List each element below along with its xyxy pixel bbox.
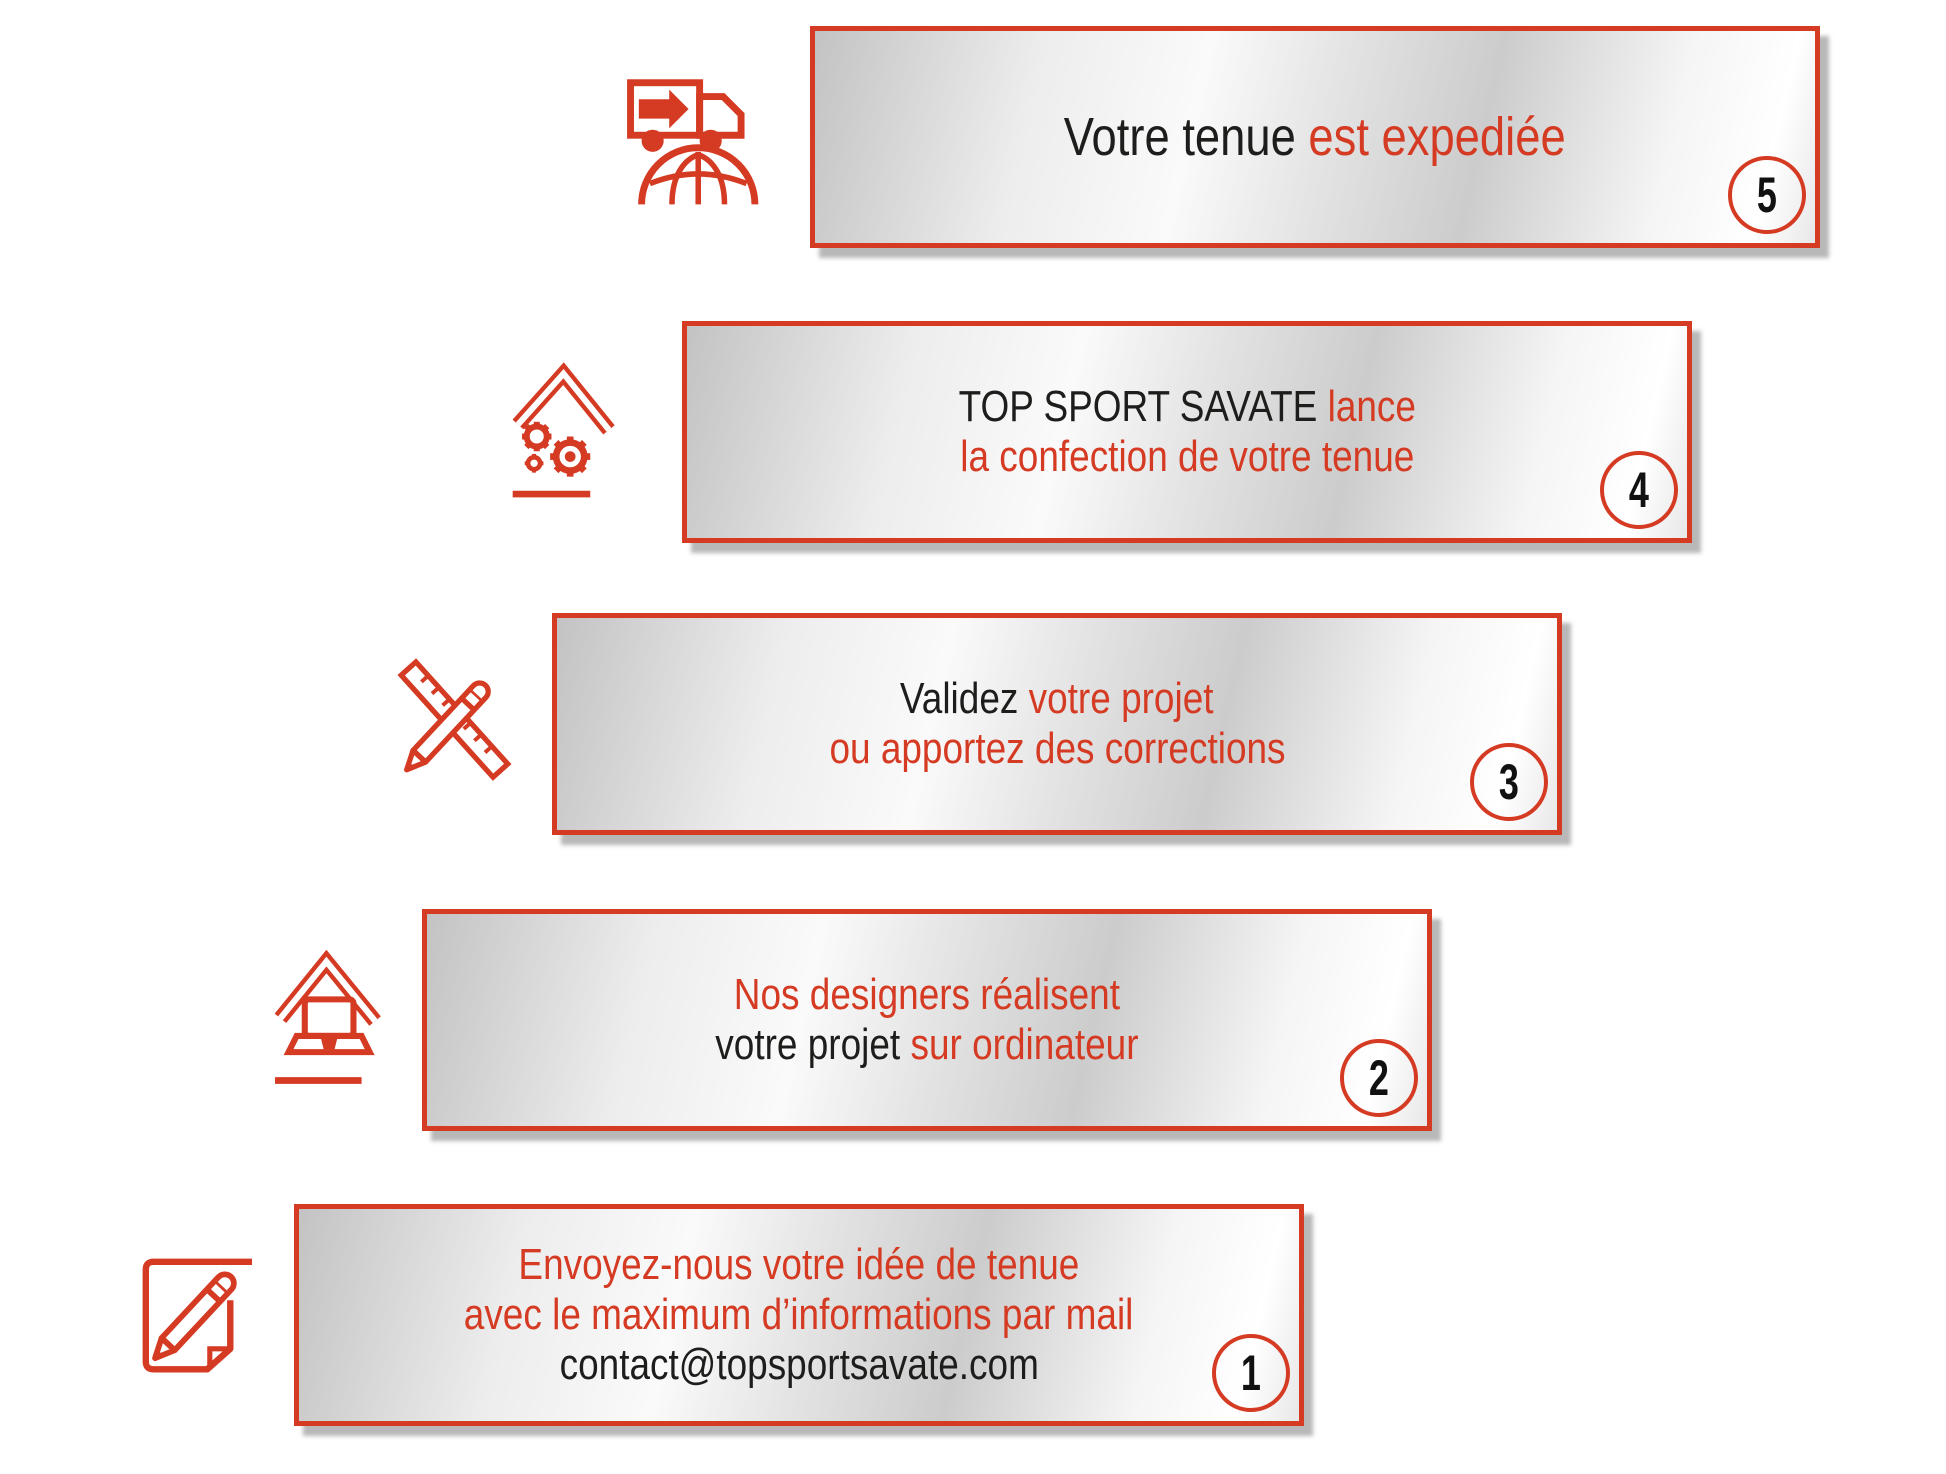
workshop-gears-icon [510, 360, 617, 501]
step-box-3: Validez votre projet ou apportez des cor… [552, 613, 1562, 835]
step-number-badge: 4 [1600, 451, 1678, 529]
step-text: Envoyez-nous votre idée de tenue [518, 1240, 1080, 1289]
step-text: avec le maximum d’informations par mail [464, 1290, 1134, 1339]
step-text: TOP SPORT SAVATE lance [958, 382, 1416, 431]
step-number-badge: 2 [1340, 1039, 1418, 1117]
ruler-pencil-icon [388, 645, 520, 795]
step-number-badge: 3 [1470, 743, 1548, 821]
house-laptop-icon [274, 948, 390, 1090]
step-box-4: TOP SPORT SAVATE lance la confection de … [682, 321, 1692, 543]
step-box-2: Nos designers réalisent votre projet sur… [422, 909, 1432, 1131]
step-text: votre projet sur ordinateur [715, 1020, 1139, 1069]
note-pencil-icon [133, 1248, 261, 1378]
step-text: Validez votre projet [900, 674, 1214, 723]
step-text: Votre tenue est expediée [1064, 107, 1566, 167]
step-number-badge: 1 [1212, 1334, 1290, 1412]
step-box-5: Votre tenue est expediée 5 [810, 26, 1820, 248]
step-number-badge: 5 [1728, 156, 1806, 234]
step-text: ou apportez des corrections [828, 724, 1286, 773]
step-text: Nos designers réalisent [733, 970, 1121, 1019]
delivery-truck-globe-icon [625, 68, 777, 208]
step-text: contact@topsportsavate.com [559, 1340, 1039, 1389]
step-box-1: Envoyez-nous votre idée de tenue avec le… [294, 1204, 1304, 1426]
step-text: la confection de votre tenue [959, 432, 1415, 481]
